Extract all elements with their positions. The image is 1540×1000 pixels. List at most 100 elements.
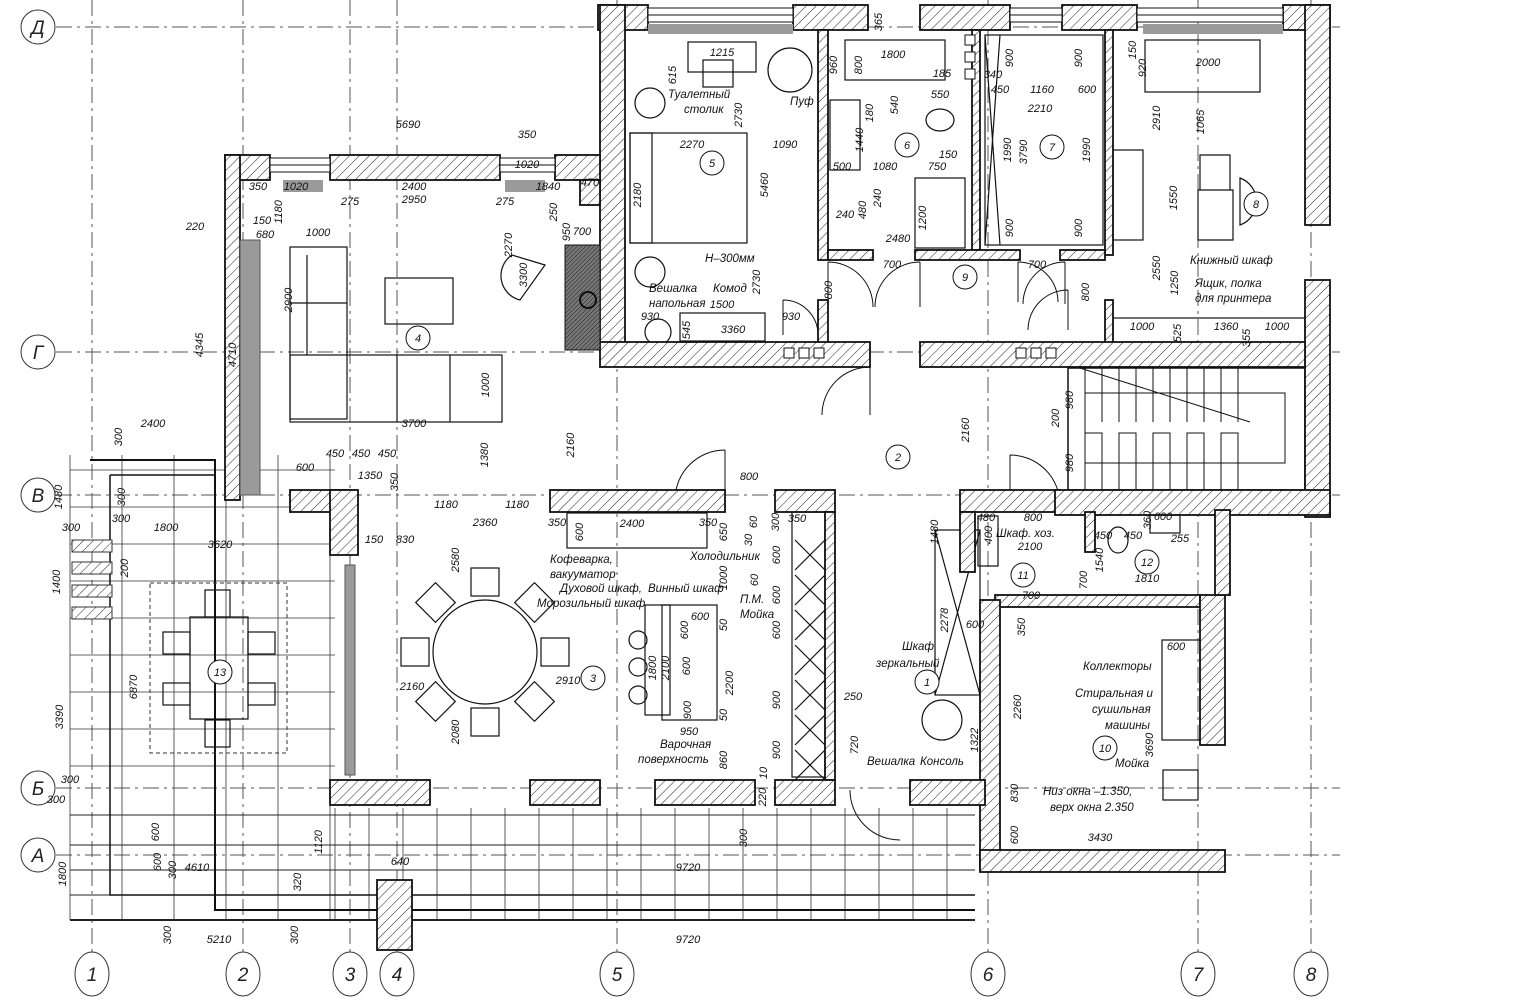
- bed: [1144, 39, 1261, 93]
- wall: [959, 489, 1061, 513]
- dimension-living: 2950: [401, 194, 427, 206]
- vent-duct: [1015, 347, 1027, 359]
- wall: [1084, 511, 1096, 553]
- dimension-living: 5690: [396, 119, 421, 131]
- label-fridge: Холодильник: [689, 551, 760, 563]
- dimension-living: 350: [249, 181, 268, 193]
- label-laundry-sink: Мойка: [1115, 758, 1149, 770]
- dimension-living: 1000: [480, 372, 492, 397]
- wall: [529, 779, 601, 806]
- dimension-utility: 360: [1142, 510, 1154, 529]
- dining-chair: [414, 680, 457, 723]
- stool: [634, 87, 666, 119]
- wall: [599, 4, 626, 346]
- office-chair-desk: [1197, 154, 1234, 241]
- shower: [914, 177, 966, 249]
- dimension-living: 450: [326, 448, 345, 460]
- dimension-living: 950: [561, 222, 573, 241]
- curtain: [283, 180, 323, 192]
- dimension-utility: 600: [1009, 825, 1021, 844]
- terrace-border: [90, 459, 975, 911]
- room-number: 6: [904, 140, 911, 152]
- dimension-utility: 1810: [1135, 573, 1160, 585]
- dimension-living: 1180: [273, 199, 285, 224]
- vent-duct: [964, 34, 976, 46]
- dimension-living: 470: [581, 177, 600, 189]
- room-number-marker: [885, 444, 911, 470]
- dimension-kitchen: 1000: [718, 565, 730, 590]
- wall: [549, 489, 726, 513]
- wall: [979, 599, 1001, 871]
- dimension-utility: 350: [1016, 617, 1028, 636]
- wall: [817, 299, 829, 346]
- room-number-marker: [1243, 191, 1269, 217]
- label-printer-2: для принтера: [1195, 293, 1271, 305]
- armchair: [500, 254, 546, 301]
- dimension-kitchen: 2080: [450, 719, 462, 745]
- dimension-terrace: 1800: [57, 861, 69, 886]
- label-sink: Мойка: [740, 609, 774, 621]
- bathtub: [844, 39, 946, 81]
- wall: [774, 489, 836, 513]
- vanity-unit: [829, 99, 861, 171]
- axis-bubble-row: [20, 334, 56, 370]
- dimension-utility: 3430: [1088, 832, 1113, 844]
- axis-label-row: В: [32, 486, 45, 507]
- sideboard: [1112, 149, 1144, 241]
- wall: [1059, 249, 1106, 261]
- sofa: [289, 354, 503, 423]
- dimension-bath: 2480: [885, 233, 911, 245]
- dimension-kitchen: 2910: [555, 675, 581, 687]
- dimension-room8: 2550: [1151, 255, 1163, 281]
- wall: [1199, 594, 1226, 746]
- dimension-utility: 1540: [1094, 547, 1106, 572]
- dimension-terrace: 300: [289, 925, 301, 944]
- dimension-living: 4710: [227, 342, 239, 367]
- dimension-kitchen: 2400: [619, 518, 645, 530]
- dimension-utility: 600: [1154, 511, 1173, 523]
- axis-bubble-col: [332, 951, 368, 997]
- room-number: 9: [962, 272, 968, 284]
- step-block: [71, 561, 113, 575]
- dimension-utility: 600: [1167, 641, 1186, 653]
- axis-label-col: 6: [983, 965, 994, 986]
- wall: [959, 511, 976, 573]
- room-number-marker: [914, 669, 940, 695]
- wall: [979, 849, 1226, 873]
- wardrobe: [984, 34, 1104, 246]
- terrace-chair: [247, 682, 276, 706]
- dimension-bedroom: 1215: [710, 47, 735, 59]
- axis-bubble-col: [379, 951, 415, 997]
- dimension-room7: 2210: [1027, 103, 1053, 115]
- dimension-kitchen: 600: [771, 545, 783, 564]
- round-dining-table: [432, 599, 538, 705]
- terrace-paving: [69, 455, 975, 921]
- label-vanity-1: Туалетный: [668, 89, 731, 101]
- wall: [817, 29, 829, 261]
- dimension-kitchen: 350: [548, 517, 567, 529]
- dimension-utility: 480: [977, 512, 996, 524]
- dimension-room8: 1065: [1195, 109, 1207, 134]
- dimension-kitchen: 2360: [472, 517, 498, 529]
- room-number: 4: [415, 333, 421, 345]
- dining-chair: [513, 680, 556, 723]
- dimension-kitchen: 350: [699, 517, 718, 529]
- dimension-bath: 500: [833, 161, 852, 173]
- dimension-room8: 2000: [1195, 57, 1221, 69]
- label-coffee-2: вакууматор: [550, 569, 616, 581]
- curtain: [505, 180, 545, 192]
- bar-stool: [628, 630, 648, 650]
- axis-label-row: Д: [29, 18, 44, 39]
- room-number: 13: [214, 667, 227, 679]
- dimension-utility: 3690: [1144, 732, 1156, 757]
- terrace-chair: [204, 589, 231, 618]
- dimension-living: 275: [495, 196, 515, 208]
- dimension-kitchen: 830: [396, 534, 415, 546]
- curtain: [1143, 24, 1283, 34]
- dimension-room8: 1550: [1168, 185, 1180, 210]
- dimension-room7: 800: [1080, 282, 1092, 301]
- door-swing: [821, 366, 871, 416]
- dimension-living: 350: [518, 129, 537, 141]
- dimension-terrace: 6870: [128, 674, 140, 699]
- dimension-room8: 2910: [1151, 105, 1163, 131]
